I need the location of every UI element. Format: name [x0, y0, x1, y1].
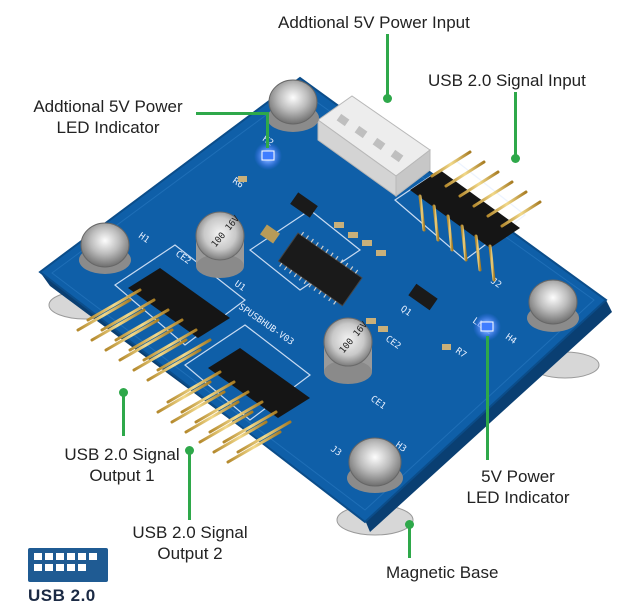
callout-line-5v-led: [486, 336, 489, 460]
power-connector: [317, 95, 431, 198]
callout-line-output2: [188, 450, 191, 520]
usb-logo-text: USB 2.0: [28, 586, 96, 605]
pcb-board: [38, 76, 608, 524]
cap-nut-h1: [79, 222, 131, 274]
cap-nut-h3: [347, 437, 403, 493]
callout-dot-output2: [185, 446, 194, 455]
cap-nut-h4: [527, 279, 579, 332]
callout-line-output1: [122, 392, 125, 436]
callout-line-usb-input: [514, 92, 517, 158]
label-output-2-line1: USB 2.0 Signal: [132, 523, 248, 542]
led-5v-power: [473, 313, 501, 341]
cap-nut-h2: [267, 79, 319, 132]
label-output-2-line2: Output 2: [157, 544, 223, 563]
header-output-1: [76, 268, 230, 382]
label-5v-led: 5V Power LED Indicator: [438, 466, 598, 508]
callout-line-power-led-v: [266, 112, 269, 148]
callout-line-power-led-h: [196, 112, 268, 115]
header-output-2: [156, 348, 310, 464]
led-additional-power: [254, 142, 282, 170]
label-5v-led-line2: LED Indicator: [466, 488, 570, 507]
label-power-led-line1: Addtional 5V Power: [33, 97, 183, 116]
capacitor-ce1: 100 16V: [323, 317, 373, 384]
label-usb-input: USB 2.0 Signal Input: [428, 71, 586, 90]
label-power-led: Addtional 5V Power LED Indicator: [28, 96, 188, 138]
callout-dot-magnetic-base: [405, 520, 414, 529]
callout-dot-usb-input: [511, 154, 520, 163]
callout-line-power-input: [386, 34, 389, 98]
label-output-1-line1: USB 2.0 Signal: [64, 445, 180, 464]
label-5v-led-line1: 5V Power: [481, 467, 555, 486]
label-output-2: USB 2.0 Signal Output 2: [110, 522, 270, 564]
label-power-input: Addtional 5V Power Input: [278, 13, 470, 32]
usb-port-icon: [28, 548, 108, 582]
label-output-1: USB 2.0 Signal Output 1: [42, 444, 202, 486]
capacitor-ce2: 100 16V: [195, 211, 245, 278]
callout-dot-power-input: [383, 94, 392, 103]
header-j2: [410, 150, 542, 282]
callout-line-magnetic-base: [408, 524, 411, 558]
callout-dot-output1: [119, 388, 128, 397]
label-magnetic-base: Magnetic Base: [386, 563, 499, 582]
label-power-led-line2: LED Indicator: [56, 118, 160, 137]
label-output-1-line2: Output 1: [89, 466, 155, 485]
